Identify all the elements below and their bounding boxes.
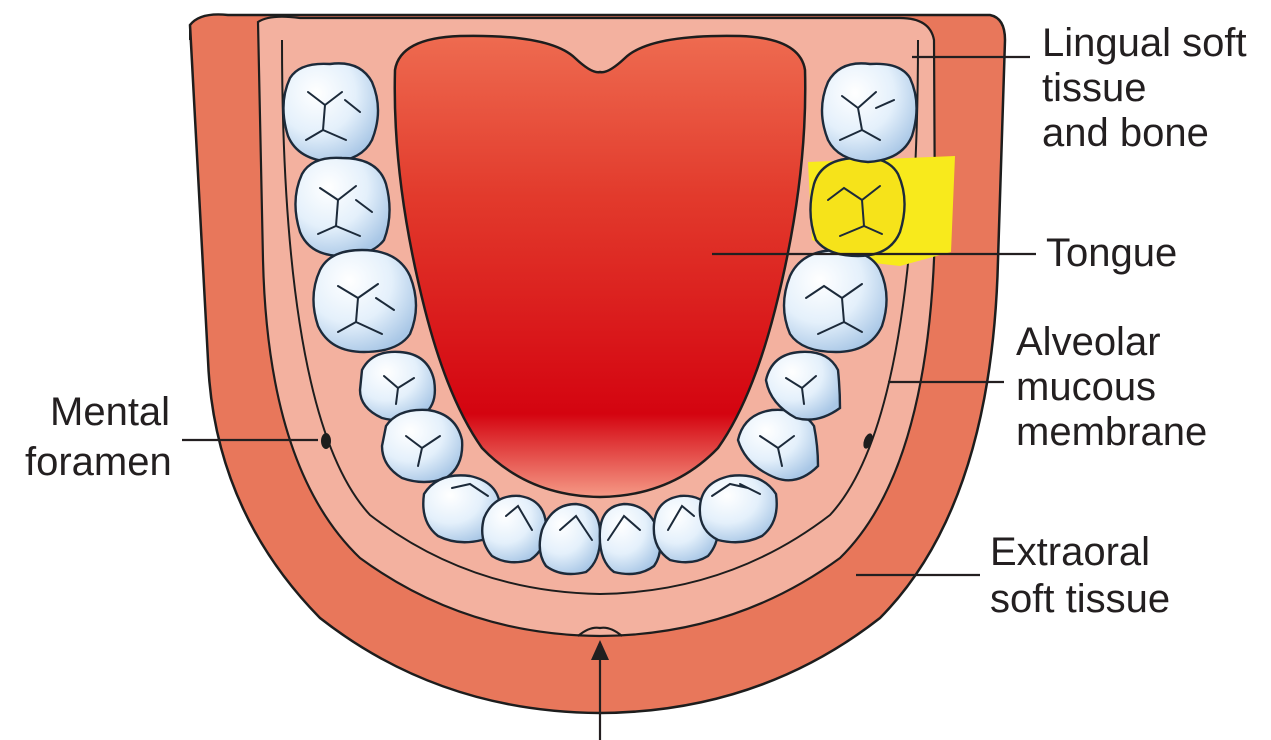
right-third-molar: [822, 63, 917, 162]
alveolar-label: Alveolar mucous membrane: [1016, 320, 1207, 454]
lingual-label-line-1: Lingual soft: [1042, 21, 1247, 65]
alveolar-label-line-1: Alveolar: [1016, 320, 1161, 364]
left-mental-foramen-dot: [321, 433, 331, 449]
left-first-premolar: [382, 410, 462, 482]
mental-foramen-label: Mental foramen: [25, 390, 181, 484]
extraoral-label-line-2: soft tissue: [990, 577, 1170, 621]
left-lateral-incisor: [482, 496, 546, 562]
alveolar-label-line-3: membrane: [1016, 410, 1207, 454]
extraoral-label: Extraoral soft tissue: [990, 530, 1170, 621]
right-second-molar-highlighted: [810, 158, 904, 256]
lingual-label-line-2: tissue: [1042, 66, 1147, 110]
alveolar-label-line-2: mucous: [1016, 365, 1156, 409]
right-first-molar: [784, 250, 887, 352]
left-first-molar: [313, 250, 416, 352]
mental-label-line-2: foramen: [25, 440, 172, 484]
left-second-molar: [295, 158, 389, 256]
lingual-label-line-3: and bone: [1042, 111, 1209, 155]
mental-label-line-1: Mental: [50, 390, 170, 434]
left-third-molar: [283, 63, 378, 162]
extraoral-label-line-1: Extraoral: [990, 530, 1150, 574]
tongue-label: Tongue: [1046, 231, 1177, 275]
lingual-label: Lingual soft tissue and bone: [1042, 21, 1258, 155]
